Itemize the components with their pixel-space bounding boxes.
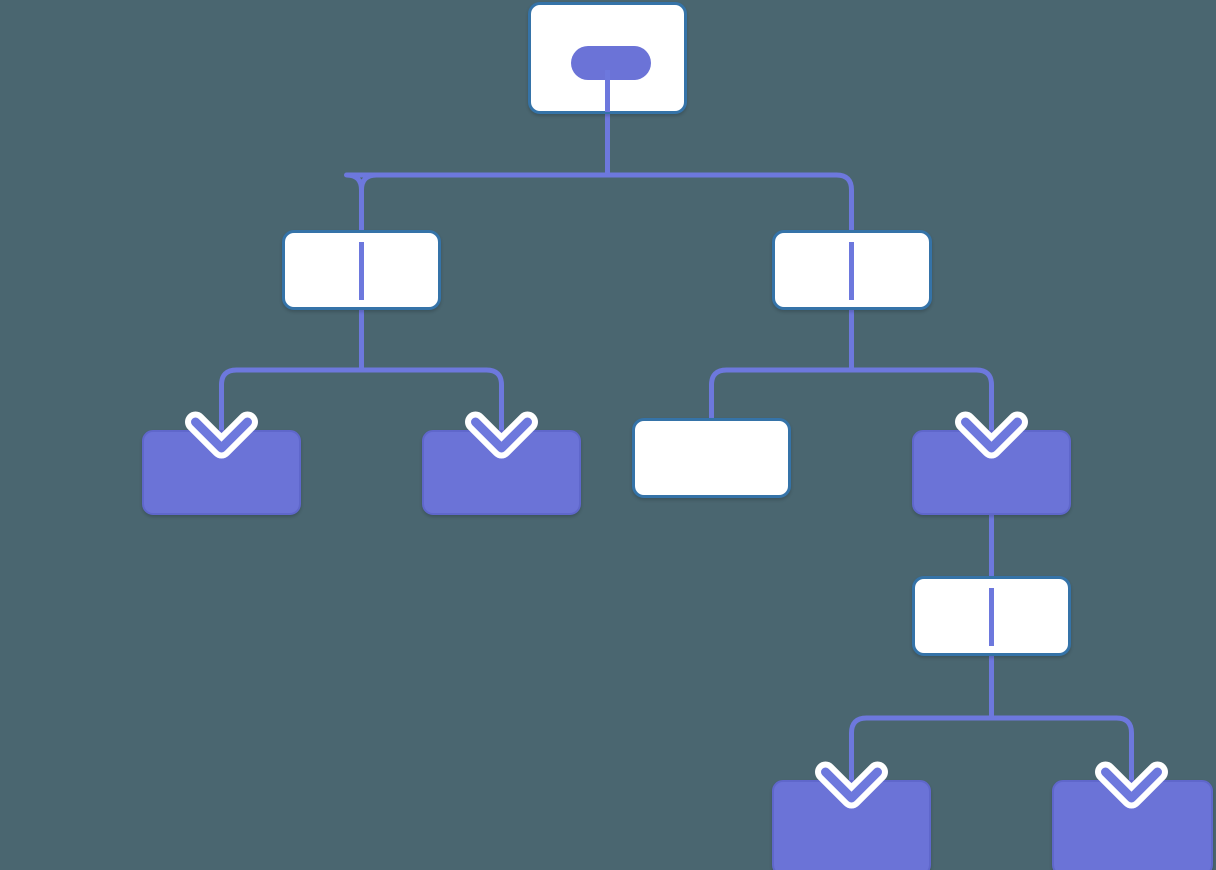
root-node-pill-icon <box>571 46 651 80</box>
node-level2-d[interactable] <box>912 430 1071 515</box>
node-root[interactable] <box>528 2 687 114</box>
node-level1-left[interactable] <box>282 230 441 310</box>
node-level4-right[interactable] <box>1052 780 1213 870</box>
node-level2-c[interactable] <box>632 418 791 498</box>
node-level1-right[interactable] <box>772 230 932 310</box>
node-level3-a[interactable] <box>912 576 1071 656</box>
node-level4-left[interactable] <box>772 780 931 870</box>
node-level2-b[interactable] <box>422 430 581 515</box>
node-level2-a[interactable] <box>142 430 301 515</box>
